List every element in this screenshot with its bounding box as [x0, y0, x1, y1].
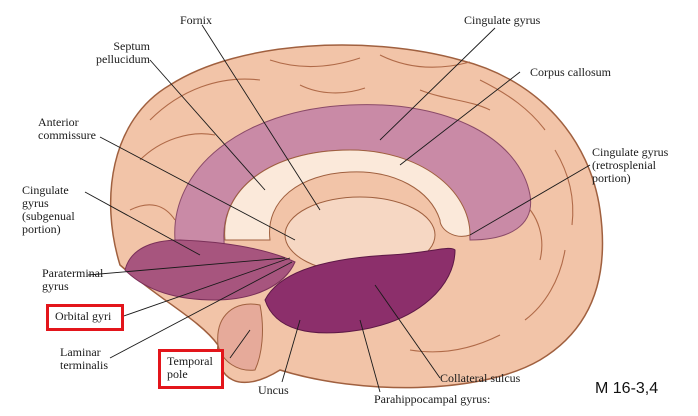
- subgenual-area: [124, 239, 296, 301]
- label-septum-pellucidum: Septum pellucidum: [96, 39, 150, 66]
- gyral-folds: [129, 54, 574, 353]
- label-cingulate-retrosplenial: Cingulate gyrus (retrosplenial portion): [592, 145, 669, 185]
- leader-lines: [84, 24, 591, 393]
- label-parahippocampal-gyrus: Parahippocampal gyrus:: [374, 392, 491, 406]
- corpus-callosum: [224, 149, 471, 241]
- label-paraterminal-gyrus: Paraterminal gyrus: [42, 266, 104, 293]
- label-fornix: Fornix: [180, 13, 213, 27]
- label-uncus: Uncus: [258, 383, 289, 397]
- label-anterior-commissure: Anterior commissure: [38, 115, 96, 142]
- parahippocampal-area: [264, 247, 456, 334]
- label-cingulate-subgenual: Cingulate gyrus (subgenual portion): [22, 183, 75, 236]
- label-collateral-sulcus: Collateral sulcus: [440, 371, 521, 385]
- figure-reference: M 16-3,4: [595, 380, 659, 397]
- temporal-pole-area: [217, 303, 263, 371]
- label-corpus-callosum: Corpus callosum: [530, 65, 611, 79]
- label-cingulate-gyrus: Cingulate gyrus: [464, 13, 541, 27]
- orbital-gyri-box: Orbital gyri: [46, 304, 124, 331]
- label-laminar-terminalis: Laminar terminalis: [60, 345, 108, 372]
- temporal-pole-box: Temporal pole: [158, 349, 224, 389]
